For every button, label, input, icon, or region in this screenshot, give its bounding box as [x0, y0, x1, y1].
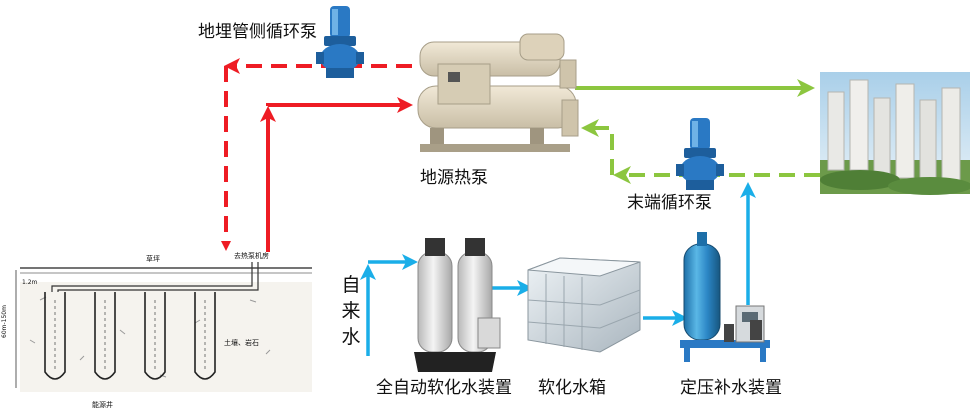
tap-water-char: 自 [341, 274, 361, 296]
tap-water-char: 水 [341, 326, 361, 348]
machine-room-label: 去热泵机房 [234, 252, 269, 260]
ground-section [15, 262, 312, 392]
ground-loop-to-ground [221, 58, 412, 251]
water-lines [360, 182, 756, 356]
depth-total-label: 60m-150m [1, 305, 8, 338]
terminal-pump-label: 末端循环泵 [627, 193, 712, 213]
softener-tank [414, 238, 501, 372]
softener-label: 全自动软化水装置 [376, 378, 512, 398]
pump-icon [676, 118, 724, 190]
ground-loop-to-heat-pump [260, 97, 413, 252]
heat-pump-label: 地源热泵 [420, 168, 488, 188]
tap-water-label: 自 来 水 [340, 272, 362, 350]
water-tank [527, 257, 641, 353]
pressure-tank [680, 232, 770, 362]
grass-label: 草坪 [146, 255, 160, 263]
well-label: 能源井 [92, 401, 113, 409]
soil-label: 土壤、岩石 [224, 339, 259, 347]
pressure-device-label: 定压补水装置 [680, 378, 782, 398]
building-image [820, 72, 970, 195]
tap-water-char: 来 [341, 300, 361, 322]
depth-top-label: 1.2m [22, 279, 38, 286]
soft-tank-label: 软化水箱 [538, 378, 606, 398]
pump-icon [316, 6, 364, 78]
heat-pump-unit [417, 33, 579, 152]
terminal-loop-return [581, 119, 820, 184]
ground-pump-label: 地埋管侧循环泵 [198, 22, 317, 42]
